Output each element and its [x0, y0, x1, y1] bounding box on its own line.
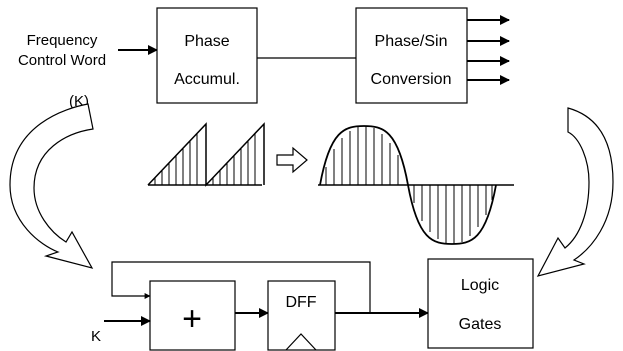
phase-sin-conversion-box	[355, 7, 468, 104]
k-input-label: K	[91, 328, 101, 345]
left-curved-arrow	[9, 103, 94, 269]
sawtooth-hatching	[154, 133, 256, 185]
logic-gates-label-2: Gates	[459, 316, 502, 333]
dff-box	[267, 280, 336, 351]
dff-clock-triangle	[285, 333, 317, 351]
sine-waveform	[318, 125, 514, 245]
phase-accumulator-label-1: Phase	[184, 33, 229, 50]
control-word-label: Control Word	[18, 52, 106, 69]
phase-sin-label-2: Conversion	[371, 71, 452, 88]
hollow-conversion-arrow	[276, 146, 308, 174]
sawtooth-waveform	[147, 122, 265, 187]
phase-accumulator-box	[156, 7, 258, 104]
sine-hatching	[325, 126, 493, 244]
dff-label: DFF	[285, 294, 316, 311]
phase-sin-label-1: Phase/Sin	[375, 33, 448, 50]
adder-plus-symbol: +	[182, 300, 202, 338]
adder-box	[149, 280, 236, 351]
phase-accumulator-label-2: Accumul.	[174, 71, 240, 88]
right-curved-arrow	[536, 107, 614, 277]
logic-gates-box	[427, 258, 534, 349]
logic-gates-label-1: Logic	[461, 277, 499, 294]
frequency-label: Frequency	[27, 32, 98, 49]
output-arrows	[467, 15, 510, 85]
feedback-loop-line	[111, 261, 371, 313]
